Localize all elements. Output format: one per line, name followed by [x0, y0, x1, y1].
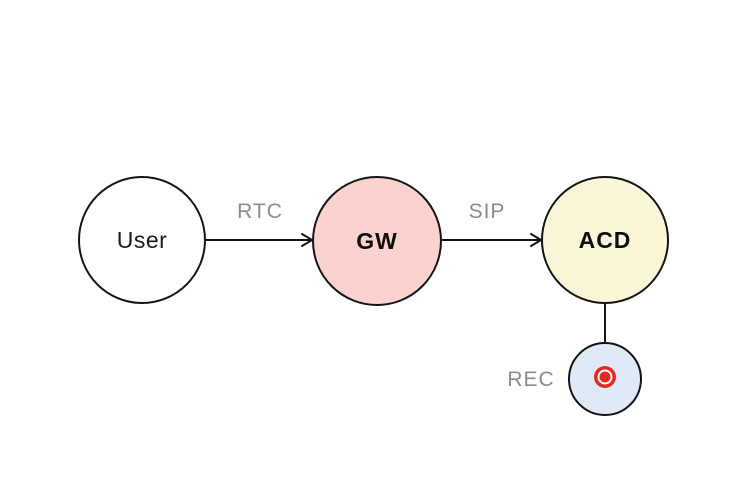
gw-circle[interactable] [312, 176, 442, 306]
edge-label-rtc: RTC [237, 200, 283, 223]
acd-circle[interactable] [541, 176, 669, 304]
node-gw[interactable]: GW [312, 176, 442, 306]
node-user[interactable]: User [78, 176, 206, 304]
edge-gw-to-acd: SIP [442, 200, 542, 247]
node-label-gw: GW [356, 228, 398, 254]
record-icon-ring [597, 369, 613, 385]
node-label-rec: REC [507, 368, 554, 391]
node-label-user: User [117, 227, 168, 253]
edge-label-sip: SIP [469, 200, 506, 223]
node-acd[interactable]: ACD [541, 176, 669, 304]
arrowhead-icon [301, 233, 313, 247]
edge-user-to-gw: RTC [205, 200, 313, 247]
record-icon-disk [594, 366, 616, 388]
node-rec[interactable]: REC [507, 342, 642, 416]
node-label-acd: ACD [579, 227, 632, 253]
record-icon [594, 366, 616, 388]
user-circle[interactable] [78, 176, 206, 304]
